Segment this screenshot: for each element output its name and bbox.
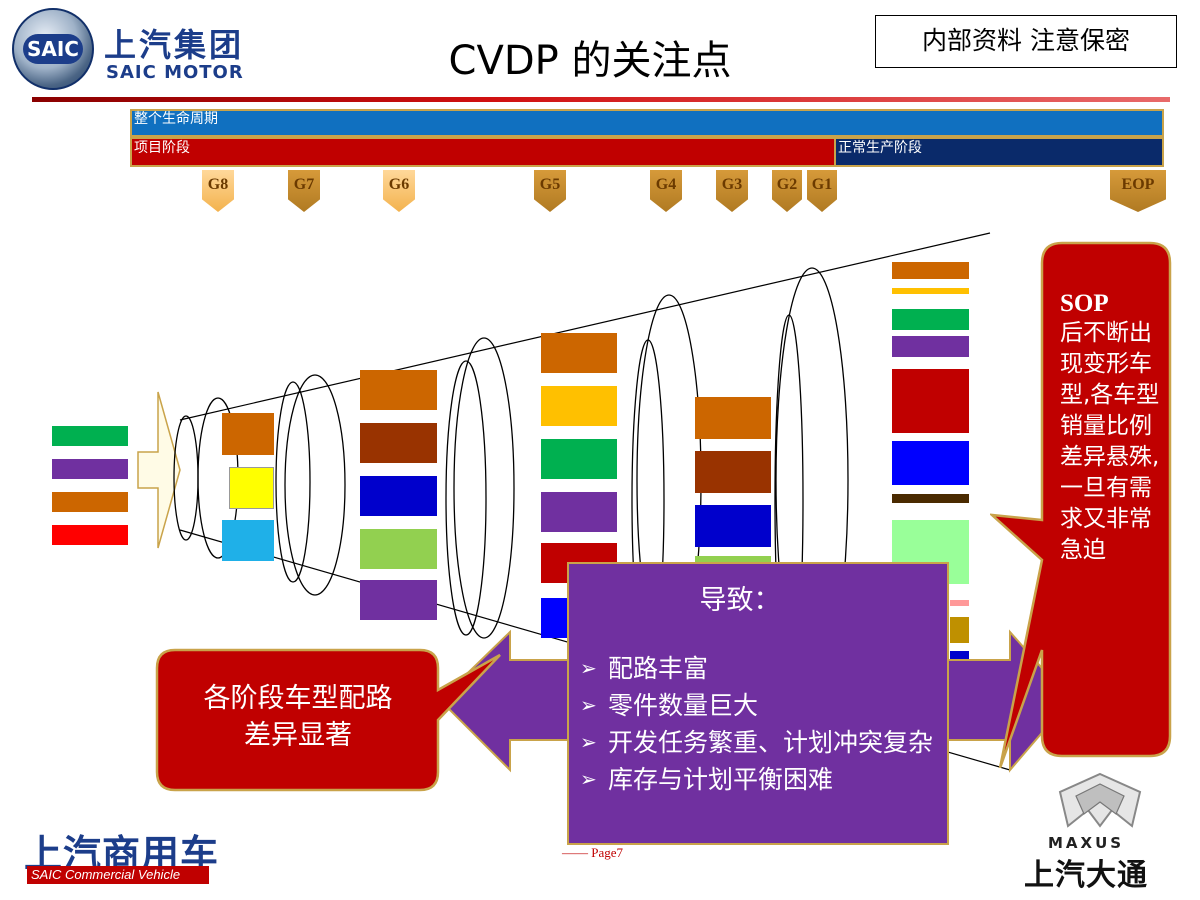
variant-swatch xyxy=(892,336,969,357)
arrow-bullet-icon: ➢ xyxy=(580,693,597,717)
arrow-bullet-icon: ➢ xyxy=(580,656,597,680)
page-title: CVDP 的关注点 xyxy=(448,38,732,84)
saic-badge-label: SAIC xyxy=(23,34,83,64)
gate-marker: G8 xyxy=(202,170,234,212)
list-item-text: 库存与计划平衡困难 xyxy=(608,765,834,794)
variant-swatch xyxy=(541,598,571,638)
variant-swatch xyxy=(52,459,128,479)
result-box xyxy=(567,562,949,845)
header-divider xyxy=(32,97,1170,102)
variant-swatch xyxy=(360,423,437,463)
saic-badge-icon: SAIC xyxy=(12,8,94,90)
variant-swatch xyxy=(695,505,771,547)
variant-swatch xyxy=(950,617,969,643)
lifecycle-bar: 整个生命周期 xyxy=(130,109,1164,137)
variant-swatch xyxy=(892,494,969,503)
saic-motor-logo: SAIC 上汽集团 SAIC MOTOR xyxy=(12,8,262,90)
page-number: —— Page7 xyxy=(562,845,624,860)
variant-swatch xyxy=(541,333,617,373)
variant-swatch xyxy=(892,309,969,330)
logo-chinese-name: 上汽集团 xyxy=(104,26,245,64)
variant-swatch xyxy=(695,397,771,439)
variant-swatch xyxy=(541,386,617,426)
saic-commercial-vehicle-tagline: SAIC Commercial Vehicle xyxy=(27,866,209,884)
list-item: ➢ 配路丰富 xyxy=(580,652,942,685)
input-arrow-icon xyxy=(137,391,181,549)
sop-callout-shape xyxy=(990,241,1172,768)
arrow-bullet-icon: ➢ xyxy=(580,767,597,791)
variant-swatch xyxy=(892,262,969,279)
variant-swatch xyxy=(892,369,969,433)
result-list: ➢ 配路丰富 ➢ 零件数量巨大 ➢ 开发任务繁重、计划冲突复杂 ➢ 库存与计划平… xyxy=(580,652,942,800)
maxus-emblem-icon xyxy=(1058,772,1142,828)
variant-swatch xyxy=(52,525,128,545)
list-item: ➢ 库存与计划平衡困难 xyxy=(580,763,942,796)
maxus-wordmark: MAXUS xyxy=(1048,834,1125,852)
list-item-text: 开发任务繁重、计划冲突复杂 xyxy=(608,728,934,757)
variant-swatch xyxy=(541,439,617,479)
sop-body: 后不断出现变形车型,各车型销量比例差异悬殊,一旦有需求又非常急迫 xyxy=(1060,320,1160,563)
list-item-text: 零件数量巨大 xyxy=(608,691,759,720)
variant-swatch xyxy=(52,492,128,512)
gate-marker: G6 xyxy=(383,170,415,212)
variant-swatch xyxy=(360,370,437,410)
logo-english-name: SAIC MOTOR xyxy=(106,62,244,83)
gate-marker: G5 xyxy=(534,170,566,212)
project-phase-bar: 项目阶段 xyxy=(130,137,836,167)
variant-swatch xyxy=(695,451,771,493)
gate-marker: G2 xyxy=(772,170,802,212)
variant-swatch xyxy=(222,413,274,455)
gate-marker: G4 xyxy=(650,170,682,212)
sop-heading: SOP xyxy=(1060,290,1109,317)
variant-swatch xyxy=(695,556,771,564)
gate-marker: G3 xyxy=(716,170,748,212)
arrow-bullet-icon: ➢ xyxy=(580,730,597,754)
variant-swatch xyxy=(360,580,437,620)
left-callout-line: 各阶段车型配路 xyxy=(203,683,393,714)
variant-swatch xyxy=(52,426,128,446)
variant-swatch xyxy=(360,476,437,516)
variant-swatch xyxy=(229,467,274,509)
variant-swatch xyxy=(541,492,617,532)
maxus-chinese-wordmark: 上汽大通 xyxy=(1024,858,1148,893)
left-callout-line: 差异显著 xyxy=(244,720,352,751)
sop-callout: SOP 后不断出现变形车型,各车型销量比例差异悬殊,一旦有需求又非常急迫 xyxy=(1060,290,1165,566)
left-callout: 各阶段车型配路 差异显著 xyxy=(168,680,428,754)
variant-swatch xyxy=(360,529,437,569)
variant-swatch xyxy=(222,520,274,561)
list-item-text: 配路丰富 xyxy=(608,654,709,683)
gate-marker: G1 xyxy=(807,170,837,212)
production-phase-bar: 正常生产阶段 xyxy=(834,137,1164,167)
gate-marker: G7 xyxy=(288,170,320,212)
variant-swatch xyxy=(892,288,969,294)
variant-swatch xyxy=(950,600,969,606)
confidential-label: 内部资料 注意保密 xyxy=(875,15,1177,68)
left-callout-shape xyxy=(155,648,501,792)
list-item: ➢ 零件数量巨大 xyxy=(580,689,942,722)
list-item: ➢ 开发任务繁重、计划冲突复杂 xyxy=(580,726,942,759)
result-box-title: 导致： xyxy=(699,585,781,616)
variant-swatch xyxy=(892,441,969,485)
gate-marker: EOP xyxy=(1110,170,1166,212)
